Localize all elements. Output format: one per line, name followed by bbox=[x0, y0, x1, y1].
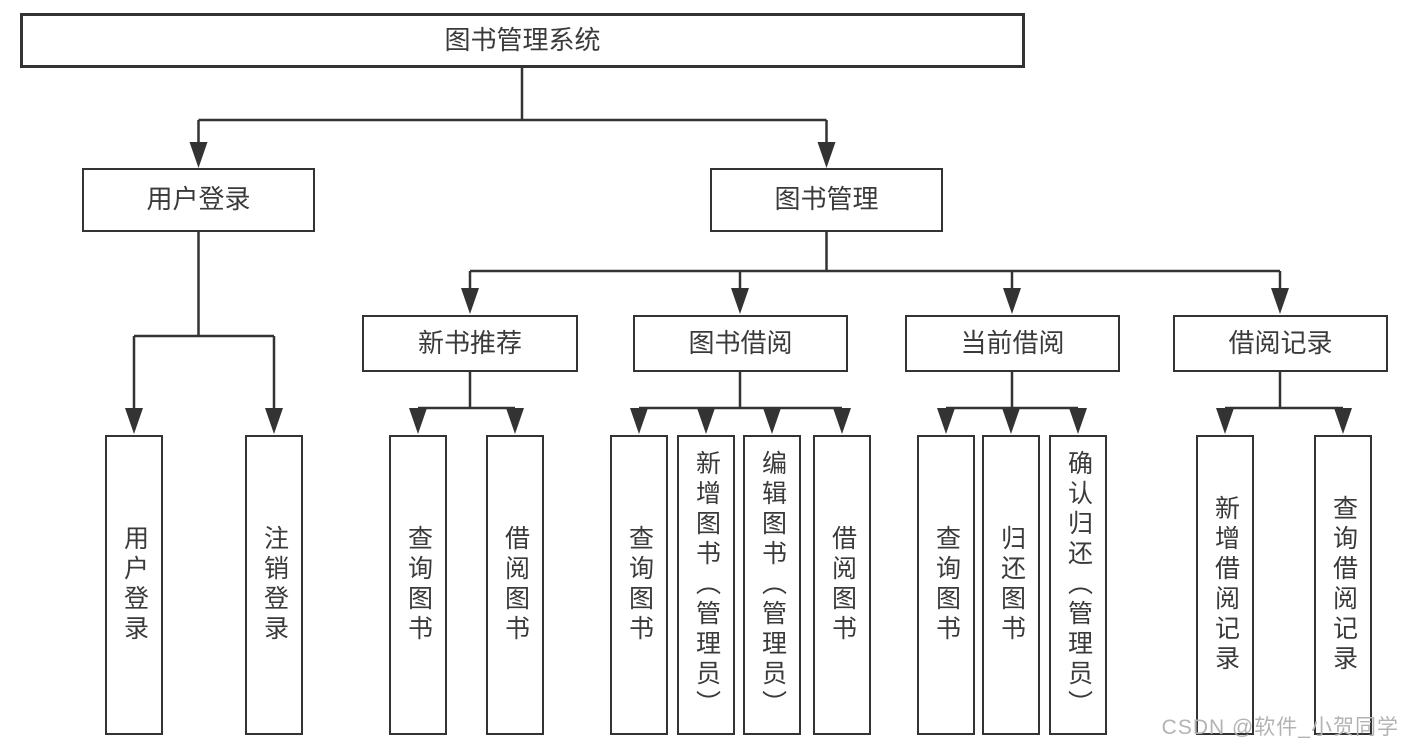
node-new-book-recommend-label: 新书推荐 bbox=[417, 327, 522, 358]
leaf-edit-books-admin: 编辑图书（管理员） bbox=[743, 435, 801, 735]
leaf-confirm-return-admin: 确认归还（管理员） bbox=[1049, 435, 1107, 735]
node-root-label: 图书管理系统 bbox=[444, 24, 601, 55]
leaf-query-borrow-record: 查询借阅记录 bbox=[1314, 435, 1372, 735]
node-current-borrow: 当前借阅 bbox=[905, 315, 1120, 372]
leaf-query-books-3: 查询图书 bbox=[917, 435, 975, 735]
leaf-query-books-2: 查询图书 bbox=[610, 435, 668, 735]
node-current-borrow-label: 当前借阅 bbox=[960, 327, 1065, 358]
leaf-query-books-1: 查询图书 bbox=[389, 435, 447, 735]
node-book-borrow: 图书借阅 bbox=[633, 315, 848, 372]
leaf-logout: 注销登录 bbox=[245, 435, 303, 735]
leaf-add-borrow-record: 新增借阅记录 bbox=[1196, 435, 1254, 735]
node-new-book-recommend: 新书推荐 bbox=[362, 315, 578, 372]
leaf-borrow-books-1: 借阅图书 bbox=[486, 435, 544, 735]
node-borrow-records-label: 借阅记录 bbox=[1228, 327, 1333, 358]
leaf-borrow-books-2: 借阅图书 bbox=[813, 435, 871, 735]
node-book-management-label: 图书管理 bbox=[774, 184, 879, 215]
leaf-user-login: 用户登录 bbox=[105, 435, 163, 735]
node-user-login-label: 用户登录 bbox=[146, 184, 251, 215]
leaf-return-books: 归还图书 bbox=[982, 435, 1040, 735]
leaf-add-books-admin: 新增图书（管理员） bbox=[677, 435, 735, 735]
node-root: 图书管理系统 bbox=[20, 13, 1025, 68]
watermark: CSDN @软件_小贺同学 bbox=[1161, 716, 1399, 739]
node-borrow-records: 借阅记录 bbox=[1173, 315, 1388, 372]
node-book-management: 图书管理 bbox=[710, 168, 943, 232]
node-book-borrow-label: 图书借阅 bbox=[688, 327, 793, 358]
node-user-login: 用户登录 bbox=[82, 168, 315, 232]
